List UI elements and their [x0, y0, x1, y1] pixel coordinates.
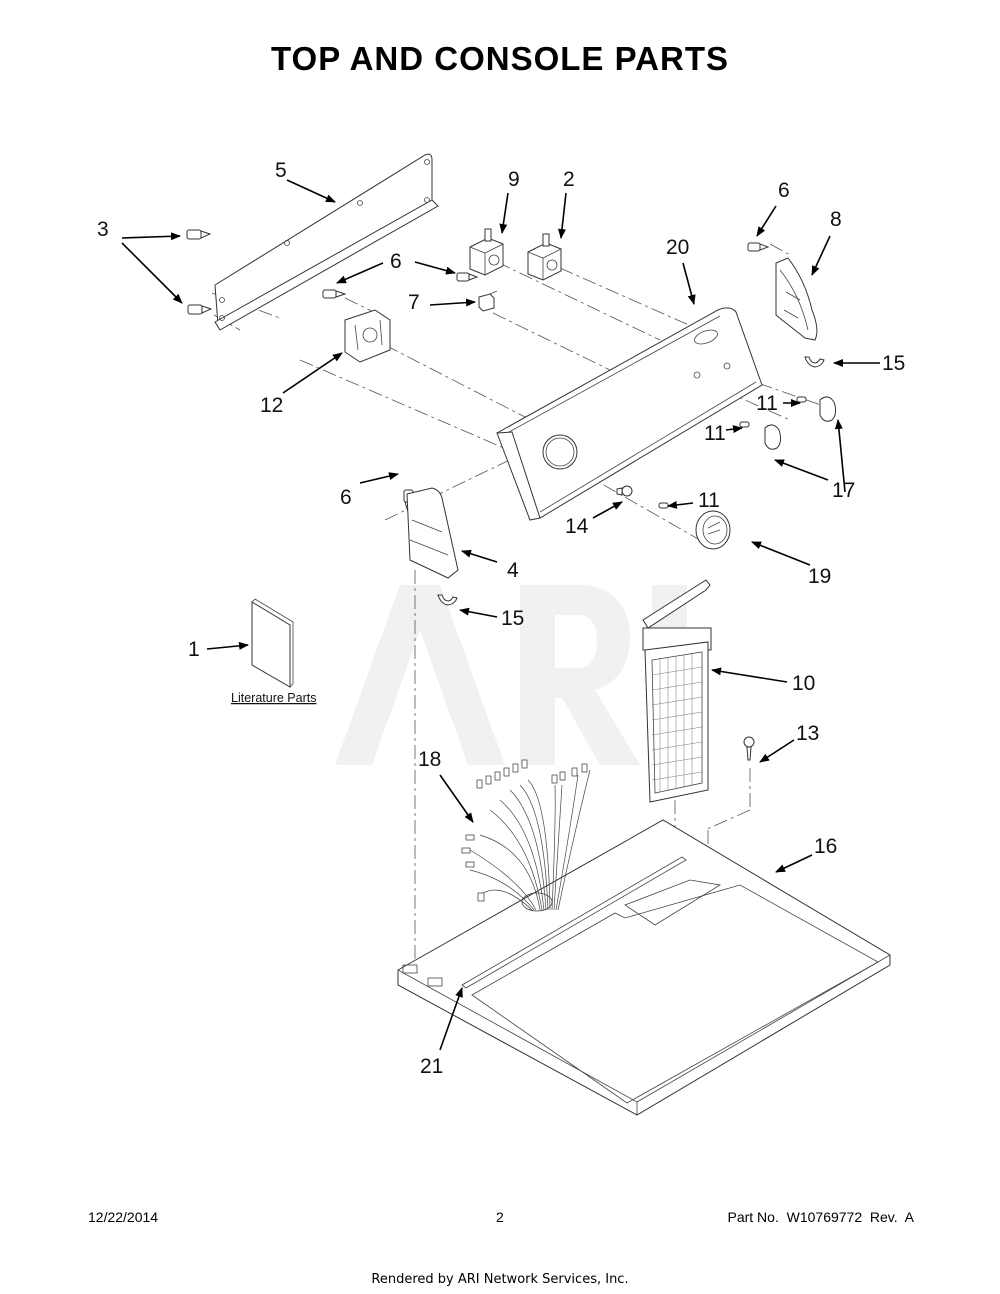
callout-1: 1 [188, 638, 200, 661]
end-cap-left-part[interactable] [406, 487, 459, 579]
screw-icon[interactable] [186, 229, 213, 315]
page-title: TOP AND CONSOLE PARTS [271, 40, 729, 77]
knob-part[interactable] [764, 396, 837, 450]
callout-20: 20 [666, 236, 689, 259]
callout-11: 11 [704, 422, 726, 445]
switch-part-2[interactable] [527, 233, 562, 281]
literature-parts-link[interactable]: Literature Parts [231, 691, 316, 705]
callout-6: 6 [340, 486, 352, 509]
console-part[interactable] [496, 307, 763, 521]
callout-8: 8 [830, 208, 842, 231]
callout-17: 17 [832, 479, 855, 502]
callout-11: 11 [698, 489, 720, 512]
top-panel-part[interactable] [397, 819, 891, 1116]
callout-5: 5 [275, 159, 287, 182]
seal-strip-part [402, 964, 443, 987]
clip-part[interactable] [437, 356, 825, 606]
lint-screen-part[interactable] [642, 579, 712, 803]
callout-14: 14 [565, 515, 589, 538]
wire-harness-part[interactable] [461, 759, 591, 911]
callout-11: 11 [756, 392, 778, 415]
screw-icon[interactable] [743, 736, 755, 761]
callout-21: 21 [420, 1055, 443, 1078]
callout-arrows [121, 179, 880, 1051]
callout-19: 19 [808, 565, 831, 588]
callout-7: 7 [408, 291, 420, 314]
callout-13: 13 [796, 722, 819, 745]
callout-12: 12 [260, 394, 283, 417]
screw-icon[interactable] [616, 485, 633, 497]
callout-10: 10 [792, 672, 815, 695]
timer-part[interactable] [344, 309, 391, 363]
switch-part-9[interactable] [469, 228, 504, 276]
rear-bracket-part[interactable] [214, 153, 439, 331]
timer-knob-part[interactable] [695, 510, 731, 550]
callout-4: 4 [507, 559, 519, 582]
callout-3: 3 [97, 218, 109, 241]
connector-part[interactable] [478, 290, 498, 312]
footer-date: 12/22/2014 [88, 1209, 159, 1225]
callout-labels: 1 2 3 5 6 6 6 7 8 9 10 11 11 11 12 13 14… [97, 159, 905, 1078]
literature-part[interactable] [251, 598, 294, 688]
footer-part-number: Part No. W10769772 Rev. A [727, 1209, 914, 1225]
callout-9: 9 [508, 168, 520, 191]
callout-15: 15 [501, 607, 524, 630]
callout-18: 18 [418, 748, 441, 771]
callout-6: 6 [778, 179, 790, 202]
callout-6: 6 [390, 250, 402, 273]
footer-page-number: 2 [496, 1209, 504, 1225]
end-cap-right-part[interactable] [775, 257, 818, 341]
callout-16: 16 [814, 835, 837, 858]
callout-2: 2 [563, 168, 575, 191]
callout-15: 15 [882, 352, 905, 375]
rendered-by-credit: Rendered by ARI Network Services, Inc. [371, 1272, 629, 1287]
